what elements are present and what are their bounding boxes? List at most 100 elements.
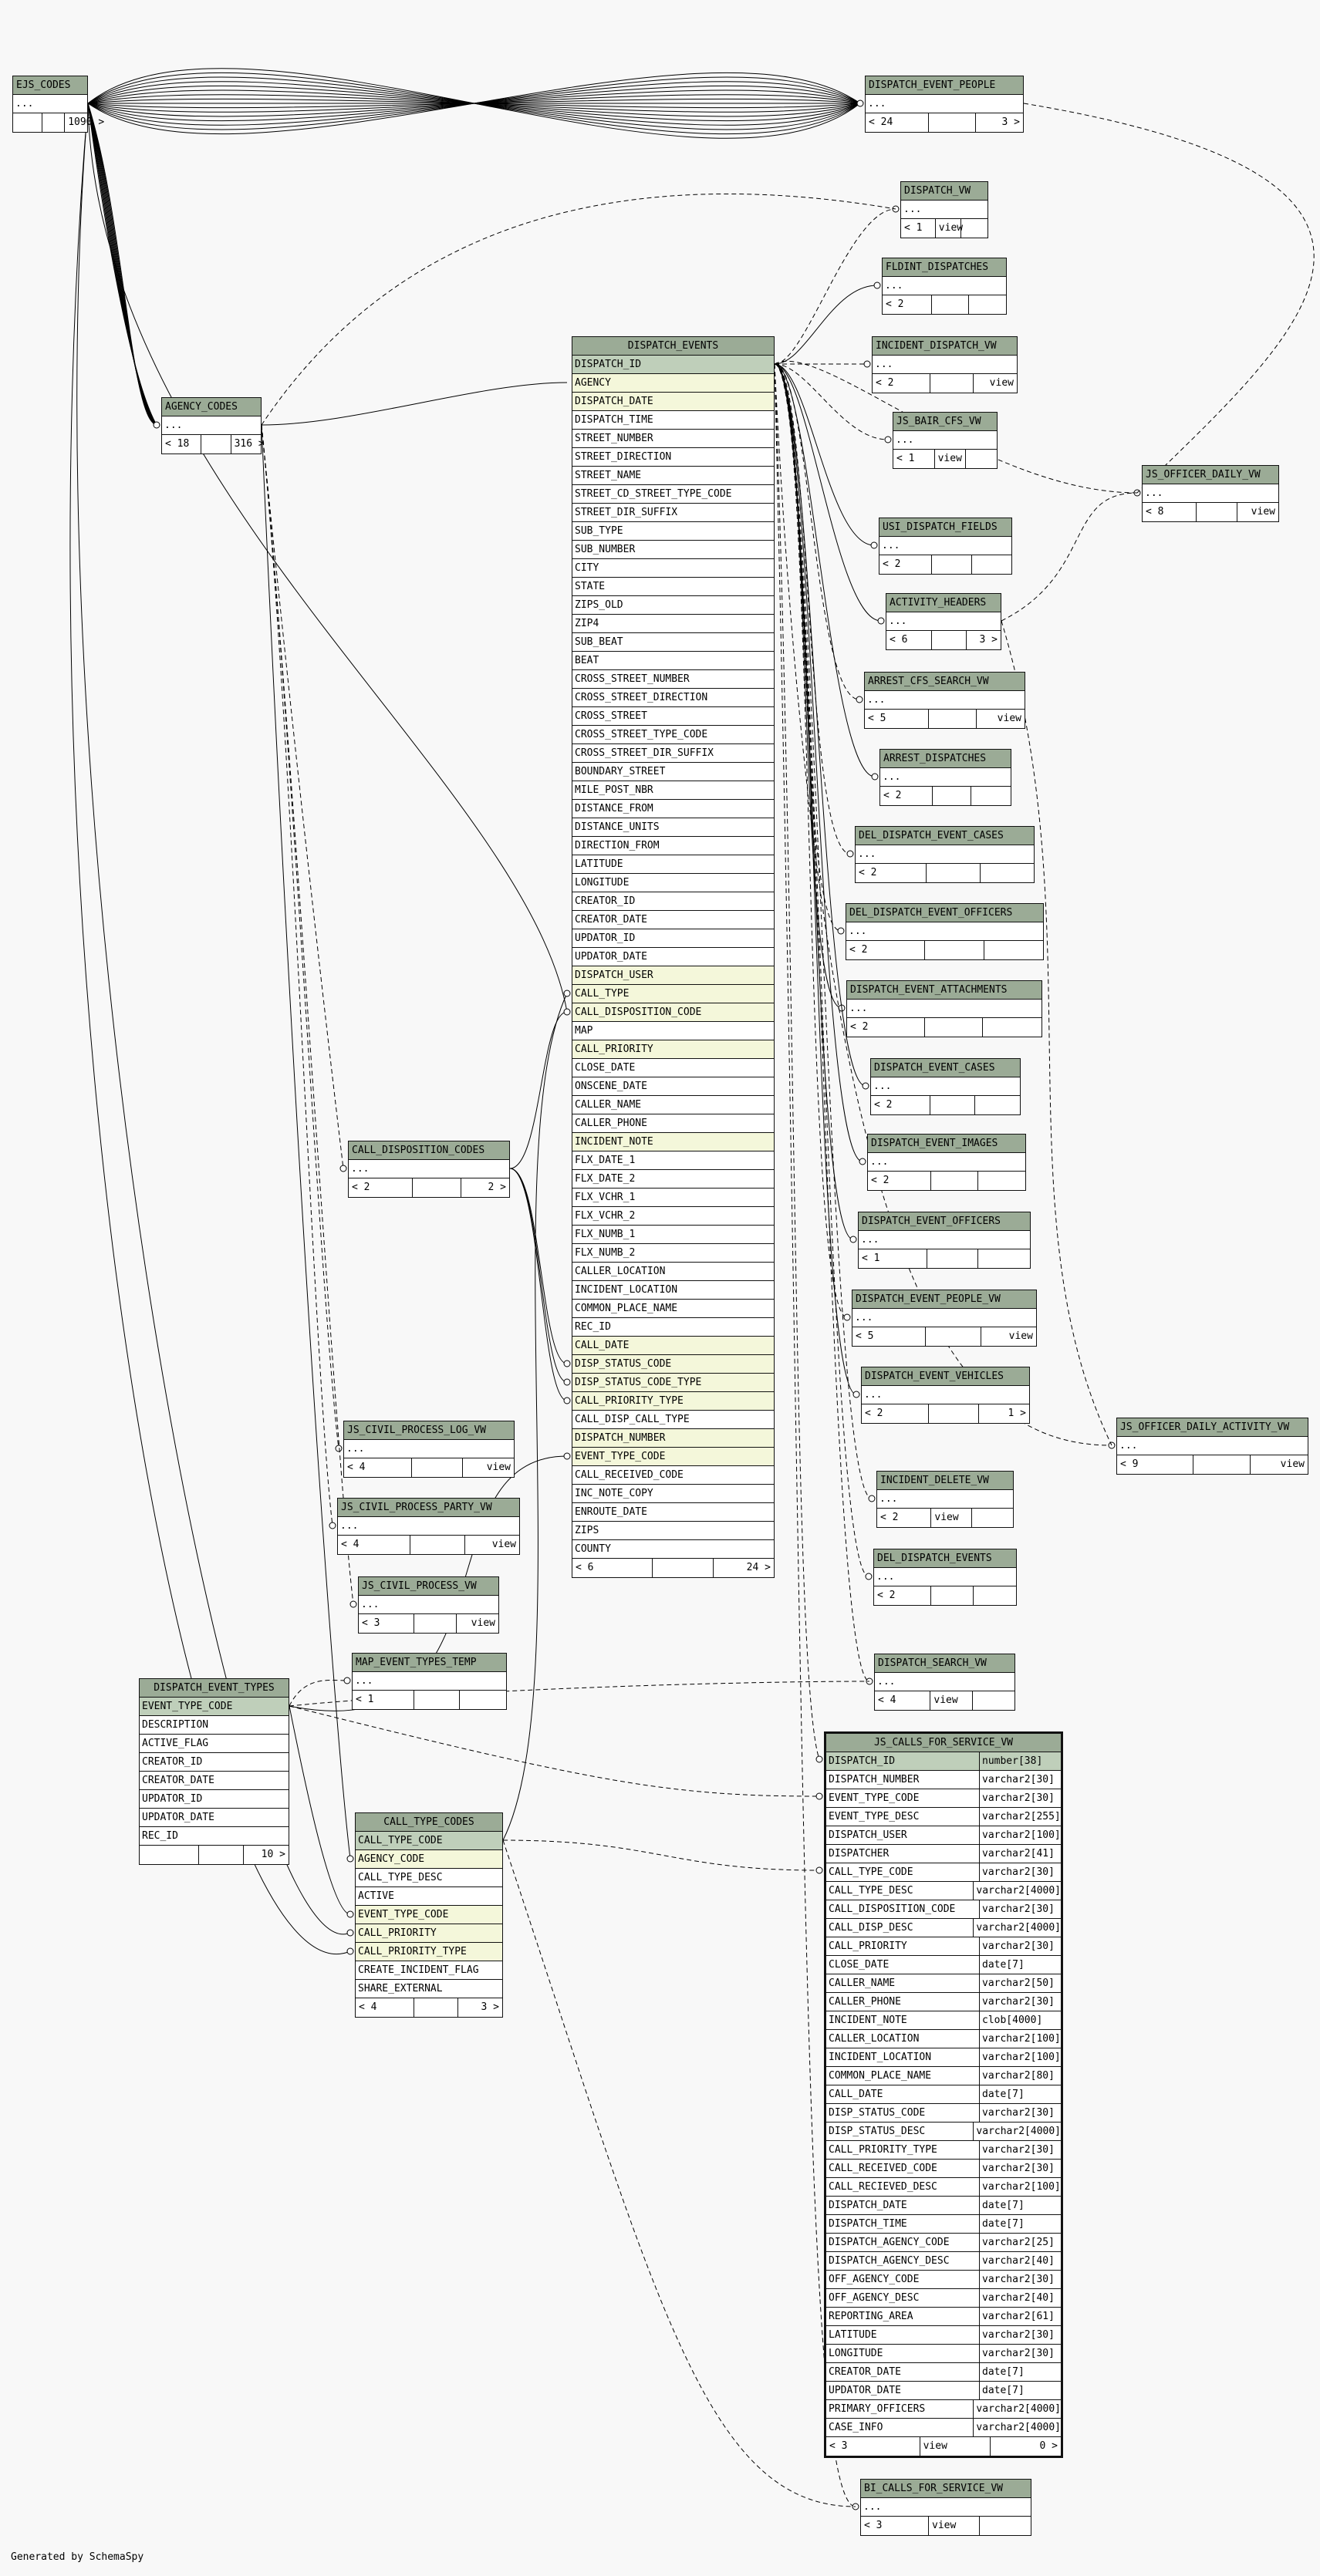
column-row[interactable]: CREATOR_DATE xyxy=(140,1772,289,1790)
column-row[interactable]: STATE xyxy=(572,578,774,596)
column-row[interactable]: ZIPS_OLD xyxy=(572,596,774,615)
column-row[interactable]: AGENCY xyxy=(572,374,774,393)
column-row[interactable]: CLOSE_DATE xyxy=(572,1059,774,1077)
table-name[interactable]: DISPATCH_VW xyxy=(901,182,987,201)
table-name[interactable]: ARREST_CFS_SEARCH_VW xyxy=(865,673,1025,691)
column-row[interactable]: UPDATOR_DATE xyxy=(572,948,774,966)
column-row[interactable]: DISPATCH_TIME xyxy=(572,411,774,430)
table-name[interactable]: CALL_DISPOSITION_CODES xyxy=(349,1141,509,1160)
table-fldint-dispatches[interactable]: FLDINT_DISPATCHES...< 2 xyxy=(882,258,1007,315)
table-name[interactable]: DISPATCH_EVENT_IMAGES xyxy=(868,1135,1025,1153)
column-row[interactable]: FLX_NUMB_1 xyxy=(572,1226,774,1244)
column-row[interactable]: CALLER_LOCATION xyxy=(572,1263,774,1281)
column-row[interactable]: MILE_POST_NBR xyxy=(572,781,774,800)
column-row[interactable]: DISPATCH_DATE xyxy=(572,393,774,411)
column-row[interactable]: REC_ID xyxy=(572,1318,774,1337)
table-name[interactable]: USI_DISPATCH_FIELDS xyxy=(879,518,1011,537)
column-row[interactable]: EVENT_TYPE_CODE xyxy=(356,1906,502,1924)
table-map-event-types-temp[interactable]: MAP_EVENT_TYPES_TEMP...< 1 xyxy=(352,1653,507,1710)
table-name[interactable]: BI_CALLS_FOR_SERVICE_VW xyxy=(861,2480,1031,2498)
column-row[interactable]: CROSS_STREET_DIR_SUFFIX xyxy=(572,744,774,763)
column-row[interactable]: UPDATOR_ID xyxy=(572,929,774,948)
column-row[interactable]: ONSCENE_DATE xyxy=(572,1077,774,1096)
column-row[interactable]: CROSS_STREET_DIRECTION xyxy=(572,689,774,707)
table-name[interactable]: DEL_DISPATCH_EVENTS xyxy=(874,1549,1016,1568)
table-name[interactable]: JS_CIVIL_PROCESS_VW xyxy=(359,1577,498,1596)
column-row[interactable]: STREET_DIR_SUFFIX xyxy=(572,504,774,522)
column-row[interactable]: LATITUDE xyxy=(572,855,774,874)
column-row[interactable]: CALL_DISPOSITION_CODE xyxy=(572,1003,774,1022)
column-row[interactable]: CALL_DISP_CALL_TYPE xyxy=(572,1411,774,1429)
column-row[interactable]: DISPATCH_ID xyxy=(572,356,774,374)
column-row[interactable]: CROSS_STREET_NUMBER xyxy=(572,670,774,689)
table-name[interactable]: JS_OFFICER_DAILY_VW xyxy=(1143,466,1278,484)
column-row[interactable]: DISPATCH_USER xyxy=(572,966,774,985)
column-row[interactable]: SUB_BEAT xyxy=(572,633,774,652)
column-row[interactable]: UPDATOR_DATE xyxy=(140,1809,289,1827)
column-row[interactable]: STREET_DIRECTION xyxy=(572,448,774,467)
table-name[interactable]: FLDINT_DISPATCHES xyxy=(883,258,1006,277)
table-name[interactable]: DISPATCH_EVENTS xyxy=(572,337,774,356)
column-row[interactable]: FLX_VCHR_1 xyxy=(572,1189,774,1207)
table-name[interactable]: JS_CIVIL_PROCESS_PARTY_VW xyxy=(338,1499,519,1517)
table-name[interactable]: DISPATCH_EVENT_VEHICLES xyxy=(862,1367,1029,1386)
column-row[interactable]: BEAT xyxy=(572,652,774,670)
table-dispatch-event-cases[interactable]: DISPATCH_EVENT_CASES...< 2 xyxy=(870,1058,1021,1115)
column-row[interactable]: DESCRIPTION xyxy=(140,1716,289,1735)
column-row[interactable]: DISP_STATUS_CODE xyxy=(572,1355,774,1374)
column-row[interactable]: UPDATOR_ID xyxy=(140,1790,289,1809)
column-row[interactable]: CITY xyxy=(572,559,774,578)
table-dispatch-event-attachments[interactable]: DISPATCH_EVENT_ATTACHMENTS...< 2 xyxy=(846,980,1042,1037)
column-row[interactable]: COUNTY xyxy=(572,1540,774,1559)
table-name[interactable]: DEL_DISPATCH_EVENT_CASES xyxy=(856,827,1034,845)
column-row[interactable]: CALL_RECEIVED_CODE xyxy=(572,1466,774,1485)
table-name[interactable]: INCIDENT_DELETE_VW xyxy=(877,1472,1013,1490)
column-row[interactable]: STREET_NAME xyxy=(572,467,774,485)
column-row[interactable]: CREATOR_DATE xyxy=(572,911,774,929)
table-usi-dispatch-fields[interactable]: USI_DISPATCH_FIELDS...< 2 xyxy=(879,518,1012,575)
column-row[interactable]: REC_ID xyxy=(140,1827,289,1846)
column-row[interactable]: LONGITUDE xyxy=(572,874,774,892)
column-row[interactable]: INC_NOTE_COPY xyxy=(572,1485,774,1503)
table-name[interactable]: DISPATCH_EVENT_CASES xyxy=(871,1059,1020,1077)
column-row[interactable]: DISTANCE_UNITS xyxy=(572,818,774,837)
column-row[interactable]: CALL_PRIORITY_TYPE xyxy=(356,1943,502,1961)
column-row[interactable]: SHARE_EXTERNAL xyxy=(356,1980,502,1998)
table-del-dispatch-events[interactable]: DEL_DISPATCH_EVENTS...< 2 xyxy=(873,1549,1017,1606)
column-row[interactable]: CALL_PRIORITY xyxy=(572,1040,774,1059)
table-name[interactable]: DISPATCH_EVENT_PEOPLE xyxy=(866,76,1023,95)
column-row[interactable]: BOUNDARY_STREET xyxy=(572,763,774,781)
table-name[interactable]: DISPATCH_EVENT_OFFICERS xyxy=(859,1212,1030,1231)
column-row[interactable]: ENROUTE_DATE xyxy=(572,1503,774,1522)
column-row[interactable]: FLX_DATE_2 xyxy=(572,1170,774,1189)
table-name[interactable]: AGENCY_CODES xyxy=(162,398,261,416)
table-name[interactable]: JS_CIVIL_PROCESS_LOG_VW xyxy=(344,1421,514,1440)
column-row[interactable]: CALL_TYPE_CODE xyxy=(356,1832,502,1850)
